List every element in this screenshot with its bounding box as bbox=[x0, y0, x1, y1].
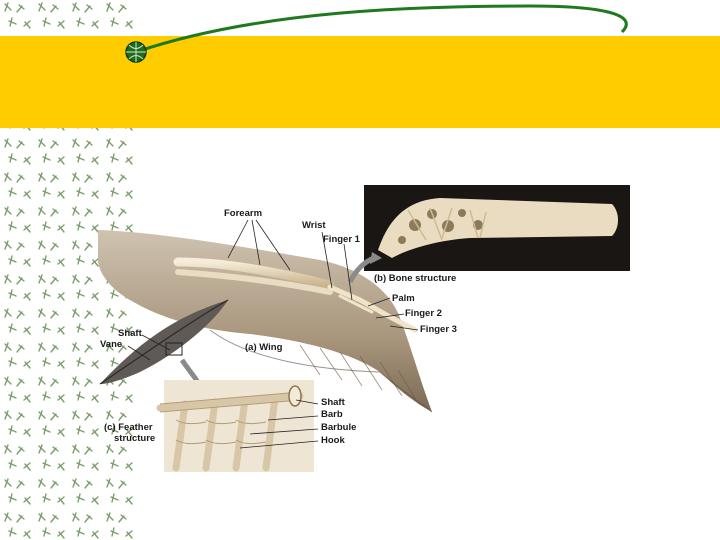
label-palm: Palm bbox=[392, 294, 415, 304]
label-wing: (a) Wing bbox=[245, 343, 282, 353]
label-barb: Barb bbox=[321, 410, 343, 420]
label-shaft: Shaft bbox=[118, 329, 142, 339]
label-finger-1: Finger 1 bbox=[323, 235, 360, 245]
label-shaft-detail: Shaft bbox=[321, 398, 345, 408]
label-feather-structure-line2: structure bbox=[114, 434, 155, 444]
globe-icon bbox=[126, 42, 146, 62]
label-barbule: Barbule bbox=[321, 423, 356, 433]
wing-figure bbox=[98, 185, 630, 472]
label-bone-structure: (b) Bone structure bbox=[374, 274, 456, 284]
label-hook: Hook bbox=[321, 436, 345, 446]
label-finger-2: Finger 2 bbox=[405, 309, 442, 319]
label-wrist: Wrist bbox=[302, 221, 326, 231]
title-banner bbox=[0, 36, 720, 128]
label-finger-3: Finger 3 bbox=[420, 325, 457, 335]
label-forearm: Forearm bbox=[224, 209, 262, 219]
label-vane: Vane bbox=[100, 340, 122, 350]
label-feather-structure-line1: (c) Feather bbox=[104, 423, 153, 433]
